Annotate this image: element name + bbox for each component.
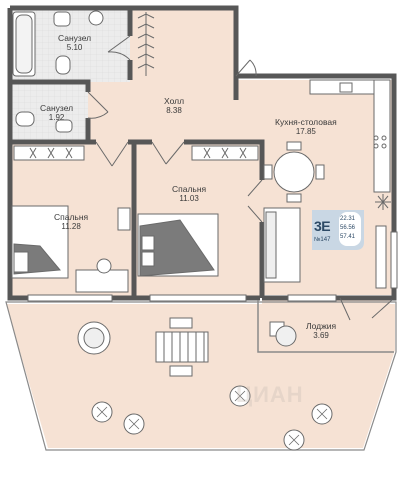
dining-table — [273, 151, 315, 193]
apartment-number: №147 — [314, 237, 331, 243]
door-bathroom-large — [107, 35, 131, 61]
door-loggia — [339, 297, 393, 321]
room-area: 1.92 — [48, 113, 65, 122]
terrace-floor — [6, 304, 395, 448]
loggia-walls — [5, 300, 397, 451]
room-name: Кухня-столовая — [275, 117, 337, 127]
bathroom-fixtures — [12, 10, 104, 133]
room-name: Лоджия — [306, 321, 337, 331]
bathroom-wall — [10, 8, 133, 145]
terrace-table — [155, 331, 209, 363]
room-name: Спальня — [54, 212, 89, 222]
area-with-loggia: 57.41 — [340, 234, 356, 240]
room-name: Спальня — [172, 184, 207, 194]
room-area: 8.38 — [166, 106, 182, 115]
room-area: 5.10 — [66, 43, 83, 52]
outdoor-furniture — [77, 317, 297, 377]
room-name: Холл — [164, 96, 185, 106]
bedroom-center-label: Спальня 11.03 — [172, 184, 206, 204]
window-kitchen — [287, 294, 337, 302]
area-total: 56.56 — [340, 225, 356, 231]
door-kitchen — [247, 179, 263, 223]
bathroom-small-label: Санузел 1.92 — [40, 103, 73, 123]
nightstand — [117, 207, 131, 231]
door-bathroom-small — [87, 91, 109, 119]
window-kitchen-side — [390, 231, 398, 289]
room-name: Санузел — [58, 33, 92, 43]
watermark: ЦИАН — [236, 382, 304, 407]
kitchen-counter-side — [373, 79, 391, 193]
hall-wall — [34, 139, 265, 298]
toilet-small — [15, 111, 35, 127]
door-bedroom-center — [151, 141, 185, 165]
door-entrance — [235, 59, 257, 77]
hall-floor-upper — [130, 8, 235, 83]
beds — [11, 205, 219, 279]
room-area: 3.69 — [313, 331, 329, 340]
room-name: Санузел — [40, 103, 74, 113]
apartment-type: 3E — [314, 218, 331, 234]
kitchen-sink — [339, 82, 353, 93]
door-bedroom-left — [95, 141, 129, 167]
hall-label: Холл 8.38 — [164, 96, 184, 116]
plants — [91, 385, 333, 451]
wardrobe-hall — [137, 12, 155, 76]
loggia-label: Лоджия 3.69 — [306, 321, 336, 341]
window-bedroom-center — [149, 294, 247, 302]
area-living: 22.31 — [340, 216, 356, 222]
apartment-areas: 22.31 56.56 57.41 — [340, 215, 355, 242]
sink-large — [53, 11, 71, 27]
window-bedroom-left — [27, 294, 113, 302]
shower-drain — [88, 10, 104, 26]
kitchen-label: Кухня-столовая 17.85 — [275, 117, 337, 137]
bathroom-large-label: Санузел 5.10 — [58, 33, 91, 53]
windows — [27, 231, 398, 302]
desk-left — [75, 258, 129, 293]
doors — [87, 35, 393, 321]
room-area: 11.28 — [61, 222, 81, 231]
room-area: 11.03 — [179, 194, 199, 203]
kitchen-fixtures — [263, 79, 391, 289]
bedroom-left-label: Спальня 11.28 — [54, 212, 88, 232]
toilet-large — [55, 55, 71, 75]
wardrobe-bedrooms — [13, 145, 259, 161]
room-area: 17.85 — [295, 127, 316, 136]
sink-small — [55, 119, 73, 133]
